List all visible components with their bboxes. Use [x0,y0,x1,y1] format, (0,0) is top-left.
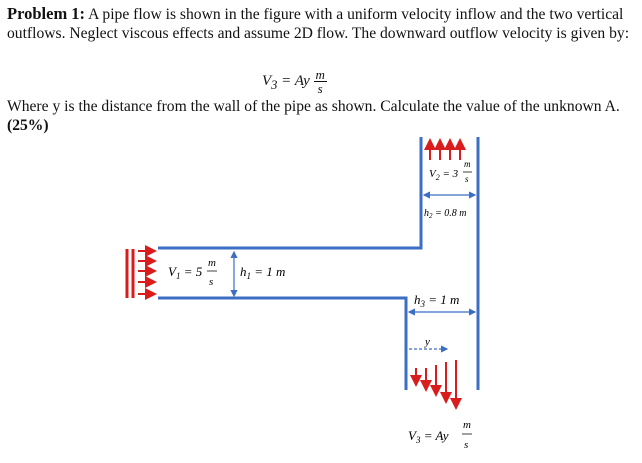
v2-den: s [465,174,469,184]
eq-den: s [317,81,323,96]
inlet-arrows [138,245,157,300]
h1-label: h1 = 1 m [240,264,285,281]
v1-den: s [209,276,213,288]
eq-v: V [262,72,272,89]
problem-text: A pipe flow is shown in the figure with … [7,6,630,42]
problem-label: Problem 1: [7,4,86,23]
where-sentence: Where y is the distance from the wall of… [7,98,620,115]
where-text: Where y is the distance from the wall of… [7,97,637,135]
y-label: y [424,336,430,348]
v2-num: m [464,159,471,169]
v2-label: V2 = 3 [429,168,459,182]
inlet-bars [125,249,135,298]
top-outlet-arrows [424,138,466,160]
problem-statement: Problem 1: A pipe flow is shown in the f… [7,4,637,43]
h3-label: h3 = 1 m [414,292,459,309]
h2-label: h2 = 0.8 m [424,208,466,220]
v3-num: m [463,419,471,431]
v3-label: V3 = Ay [408,428,449,445]
eq-num: m [313,67,327,82]
v1-label: V1 = 5 [168,264,203,281]
pipe-walls [158,137,480,390]
v1-num: m [208,257,216,269]
eq-rhs: = Ay [277,72,310,89]
bottom-outlet-arrows [410,360,462,410]
pipe-bottom-wall [158,296,408,390]
percent-weight: (25%) [7,117,49,134]
v3-den: s [464,439,468,451]
pipe-top-wall [158,137,423,250]
eq-sub: 3 [271,77,278,92]
